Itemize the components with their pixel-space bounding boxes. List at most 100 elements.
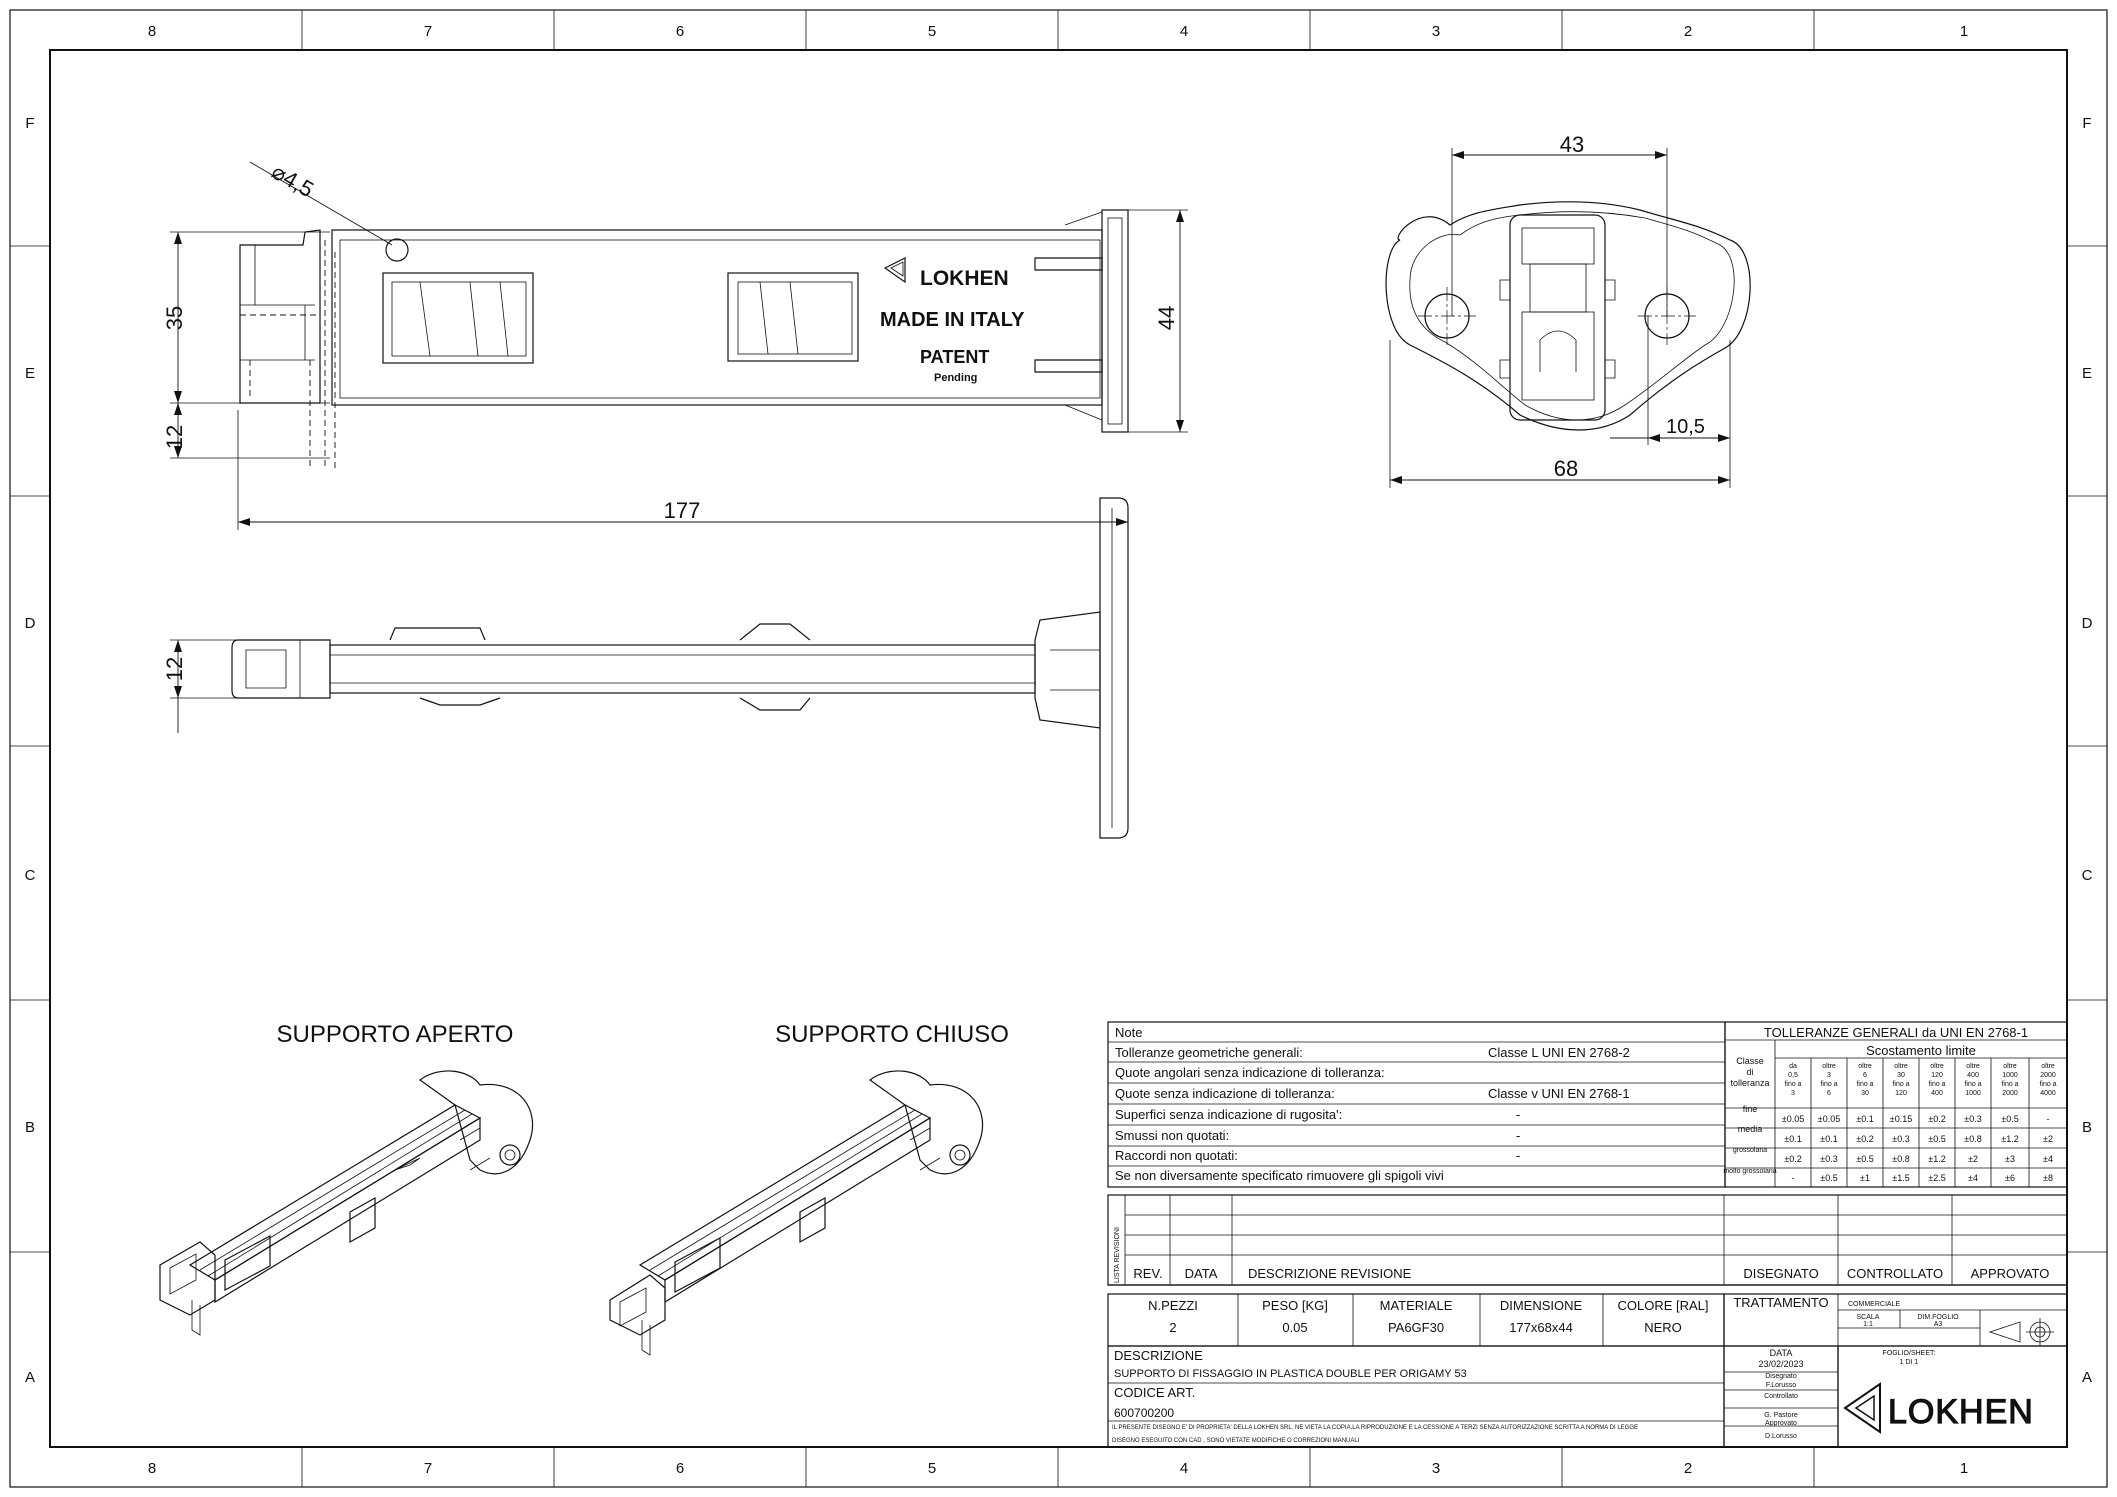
controllato-value: G. Pastore [1764, 1412, 1798, 1419]
svg-text:400: 400 [1967, 1072, 1979, 1079]
dim-10-5: 10,5 [1666, 416, 1705, 438]
rev-header-disegnato: DISEGNATO [1743, 1266, 1818, 1281]
zone-col-6-bottom: 6 [676, 1460, 684, 1477]
zone-col-7-bottom: 7 [424, 1460, 432, 1477]
zone-row-f-left: F [25, 115, 34, 132]
zone-col-7-top: 7 [424, 23, 432, 40]
svg-text:±0.2: ±0.2 [1928, 1114, 1945, 1124]
svg-text:-: - [1792, 1173, 1795, 1183]
part-header-colore: COLORE [RAL] [1617, 1298, 1708, 1313]
zone-row-b-right: B [2082, 1119, 2092, 1136]
svg-text:±1.2: ±1.2 [1928, 1154, 1945, 1164]
controllato-label: Controllato [1764, 1393, 1798, 1400]
zone-col-4-bottom: 4 [1180, 1460, 1188, 1477]
label-supporto-chiuso: SUPPORTO CHIUSO [775, 1021, 1009, 1048]
svg-text:3: 3 [1791, 1090, 1795, 1097]
notes-row-4-label: Superfici senza indicazione di rugosita'… [1115, 1107, 1342, 1122]
company-logo: LOKHEN [1843, 1382, 2034, 1434]
zone-row-a-right: A [2082, 1369, 2092, 1386]
zone-col-8-top: 8 [148, 23, 156, 40]
svg-text:±0.3: ±0.3 [1964, 1114, 1981, 1124]
legal-text-1: IL PRESENTE DISEGNO E' DI PROPRIETA' DEL… [1112, 1425, 1638, 1431]
svg-text:±1.5: ±1.5 [1892, 1173, 1909, 1183]
scala-value: 1:1 [1863, 1321, 1873, 1328]
notes-row-6-label: Raccordi non quotati: [1115, 1148, 1238, 1163]
svg-text:fino a: fino a [1928, 1081, 1945, 1088]
svg-text:±8: ±8 [2043, 1173, 2053, 1183]
notes-header: Note [1115, 1025, 1142, 1040]
notes-row-3-value: Classe v UNI EN 2768-1 [1488, 1086, 1630, 1101]
zone-row-b-left: B [25, 1119, 35, 1136]
notes-row-1-label: Tolleranze geometriche generali: [1115, 1045, 1303, 1060]
zone-col-4-top: 4 [1180, 23, 1188, 40]
notes-row-5-label: Smussi non quotati: [1115, 1128, 1229, 1143]
svg-text:±1: ±1 [1860, 1173, 1870, 1183]
tolerance-subtitle: Scostamento limite [1866, 1043, 1976, 1058]
zone-col-8-bottom: 8 [148, 1460, 156, 1477]
zone-row-c-left: C [25, 867, 36, 884]
foglio-value: 1 DI 1 [1900, 1359, 1919, 1366]
zone-row-d-left: D [25, 615, 36, 632]
end-view [1385, 201, 1751, 431]
legal-text-2: DISEGNO ESEGUITO CON CAD , SONO VIETATE … [1112, 1438, 1360, 1444]
trattamento-label: TRATTAMENTO [1733, 1295, 1828, 1310]
svg-text:±0.5: ±0.5 [1856, 1154, 1873, 1164]
zone-col-2-bottom: 2 [1684, 1460, 1692, 1477]
svg-text:da: da [1789, 1063, 1797, 1070]
part-header-dimensione: DIMENSIONE [1500, 1298, 1583, 1313]
svg-text:6: 6 [1827, 1090, 1831, 1097]
svg-text:±0.2: ±0.2 [1784, 1154, 1801, 1164]
svg-text:fino a: fino a [1964, 1081, 1981, 1088]
zone-labels: 8 7 6 5 4 3 2 1 8 7 6 5 4 3 2 1 F E D C … [25, 23, 2093, 1477]
svg-text:0,5: 0,5 [1788, 1072, 1798, 1079]
part-value-colore: NERO [1644, 1320, 1682, 1335]
part-pending-marking: Pending [934, 372, 977, 384]
svg-text:400: 400 [1931, 1090, 1943, 1097]
notes-row-5-value: - [1516, 1128, 1520, 1143]
svg-text:±1.2: ±1.2 [2001, 1134, 2018, 1144]
zone-col-2-top: 2 [1684, 23, 1692, 40]
rev-header-rev: REV. [1133, 1266, 1162, 1281]
code-label: CODICE ART. [1114, 1385, 1195, 1400]
drawing-border [49, 49, 2068, 1448]
notes-row-6-value: - [1516, 1148, 1520, 1163]
side-view-dimensions: 12 [162, 639, 236, 733]
svg-text:1000: 1000 [2002, 1072, 2018, 1079]
svg-text:1000: 1000 [1965, 1090, 1981, 1097]
dim-43: 43 [1560, 132, 1584, 157]
svg-text:30: 30 [1861, 1090, 1869, 1097]
dim-hole-diameter: ⌀4,5 [268, 159, 318, 203]
zone-col-3-top: 3 [1432, 23, 1440, 40]
svg-text:oltre: oltre [2003, 1063, 2017, 1070]
logo-text: LOKHEN [1888, 1393, 2034, 1431]
svg-text:fino a: fino a [1784, 1081, 1801, 1088]
foglio-label: FOGLIO/SHEET: [1883, 1350, 1936, 1357]
part-value-peso: 0.05 [1282, 1320, 1307, 1335]
zone-row-d-right: D [2082, 615, 2093, 632]
svg-text:fino a: fino a [1820, 1081, 1837, 1088]
rev-header-data: DATA [1185, 1266, 1218, 1281]
dim-foglio-value: A3 [1934, 1321, 1943, 1328]
disegnato-label: Disegnato [1765, 1373, 1797, 1380]
svg-text:oltre: oltre [1966, 1063, 1980, 1070]
dim-foglio-label: DIM.FOGLIO [1917, 1314, 1959, 1321]
svg-text:±0.8: ±0.8 [1964, 1134, 1981, 1144]
zone-col-1-top: 1 [1960, 23, 1968, 40]
svg-text:±0.05: ±0.05 [1782, 1114, 1804, 1124]
zone-col-6-top: 6 [676, 23, 684, 40]
svg-text:120: 120 [1931, 1072, 1943, 1079]
svg-text:fino a: fino a [2001, 1081, 2018, 1088]
description-text: SUPPORTO DI FISSAGGIO IN PLASTICA DOUBLE… [1114, 1368, 1467, 1380]
commerciale-label: COMMERCIALE [1848, 1301, 1900, 1308]
notes-row-4-value: - [1516, 1107, 1520, 1122]
svg-text:±0.5: ±0.5 [1820, 1173, 1837, 1183]
tol-class-header-3: tolleranza [1730, 1078, 1769, 1088]
rev-header-controllato: CONTROLLATO [1847, 1266, 1943, 1281]
svg-text:±0.15: ±0.15 [1890, 1114, 1912, 1124]
svg-text:±2: ±2 [2043, 1134, 2053, 1144]
svg-text:oltre: oltre [1858, 1063, 1872, 1070]
zone-row-e-right: E [2082, 365, 2092, 382]
top-view-dimensions: 35 12 44 177 ⌀4,5 [162, 159, 1188, 530]
svg-text:120: 120 [1895, 1090, 1907, 1097]
